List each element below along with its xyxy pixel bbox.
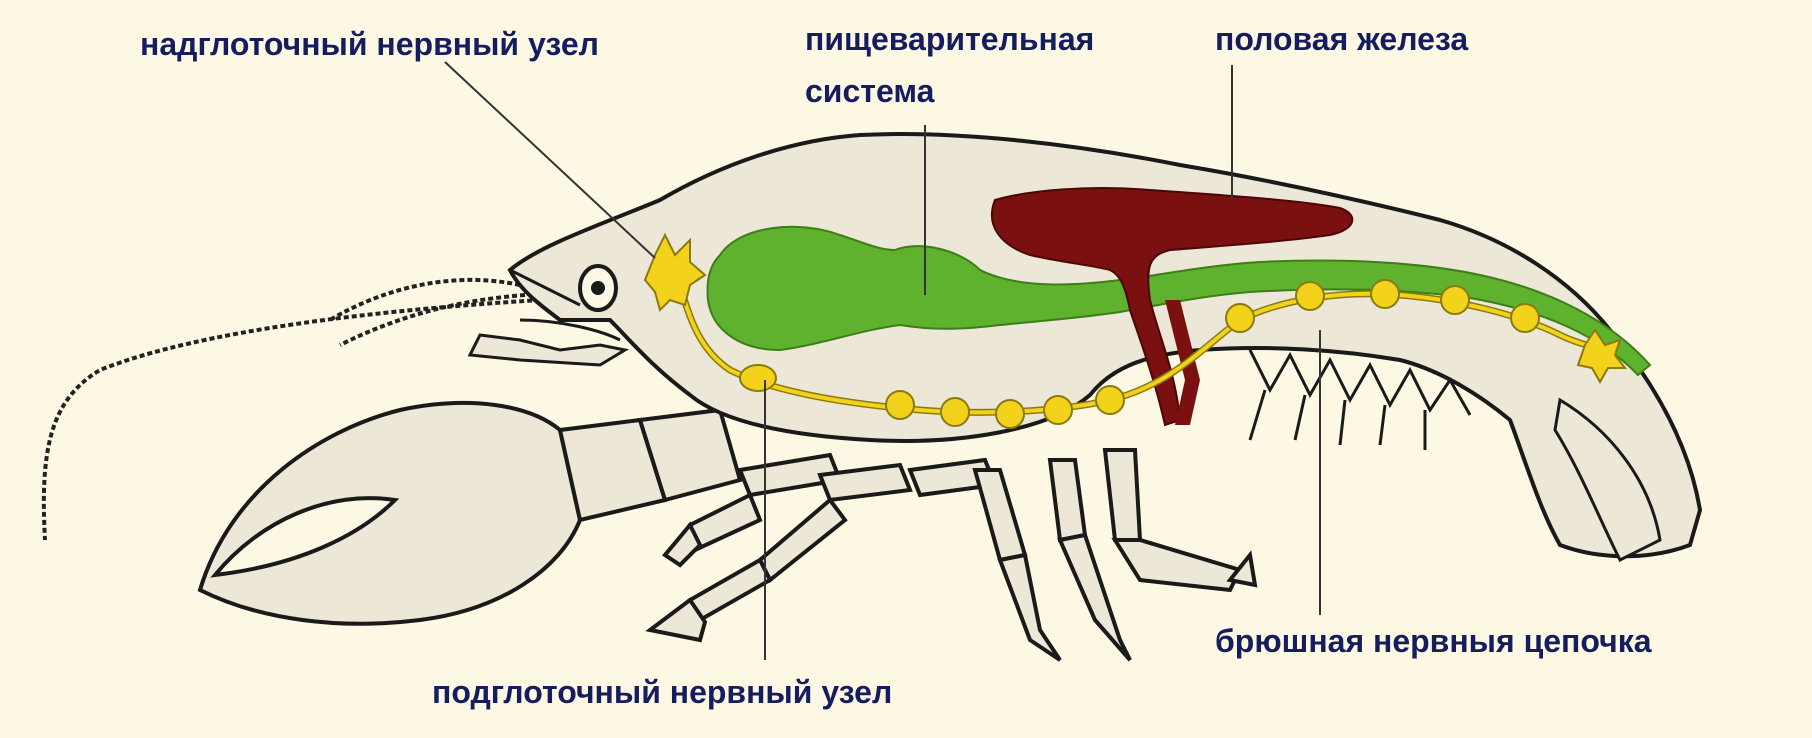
claw (200, 403, 740, 624)
label-gonad: половая железа (1215, 21, 1468, 57)
label-digestive-system-line2: система (805, 73, 935, 109)
subesophageal-ganglion (740, 365, 776, 391)
label-digestive-system-line1: пищеварительная (805, 21, 1094, 57)
label-supraesophageal-ganglion: надглоточный нервный узел (140, 26, 599, 62)
label-subesophageal-ganglion: подглоточный нервный узел (432, 674, 892, 710)
label-ventral-nerve-cord: брюшная нервныя цепочка (1215, 623, 1652, 659)
